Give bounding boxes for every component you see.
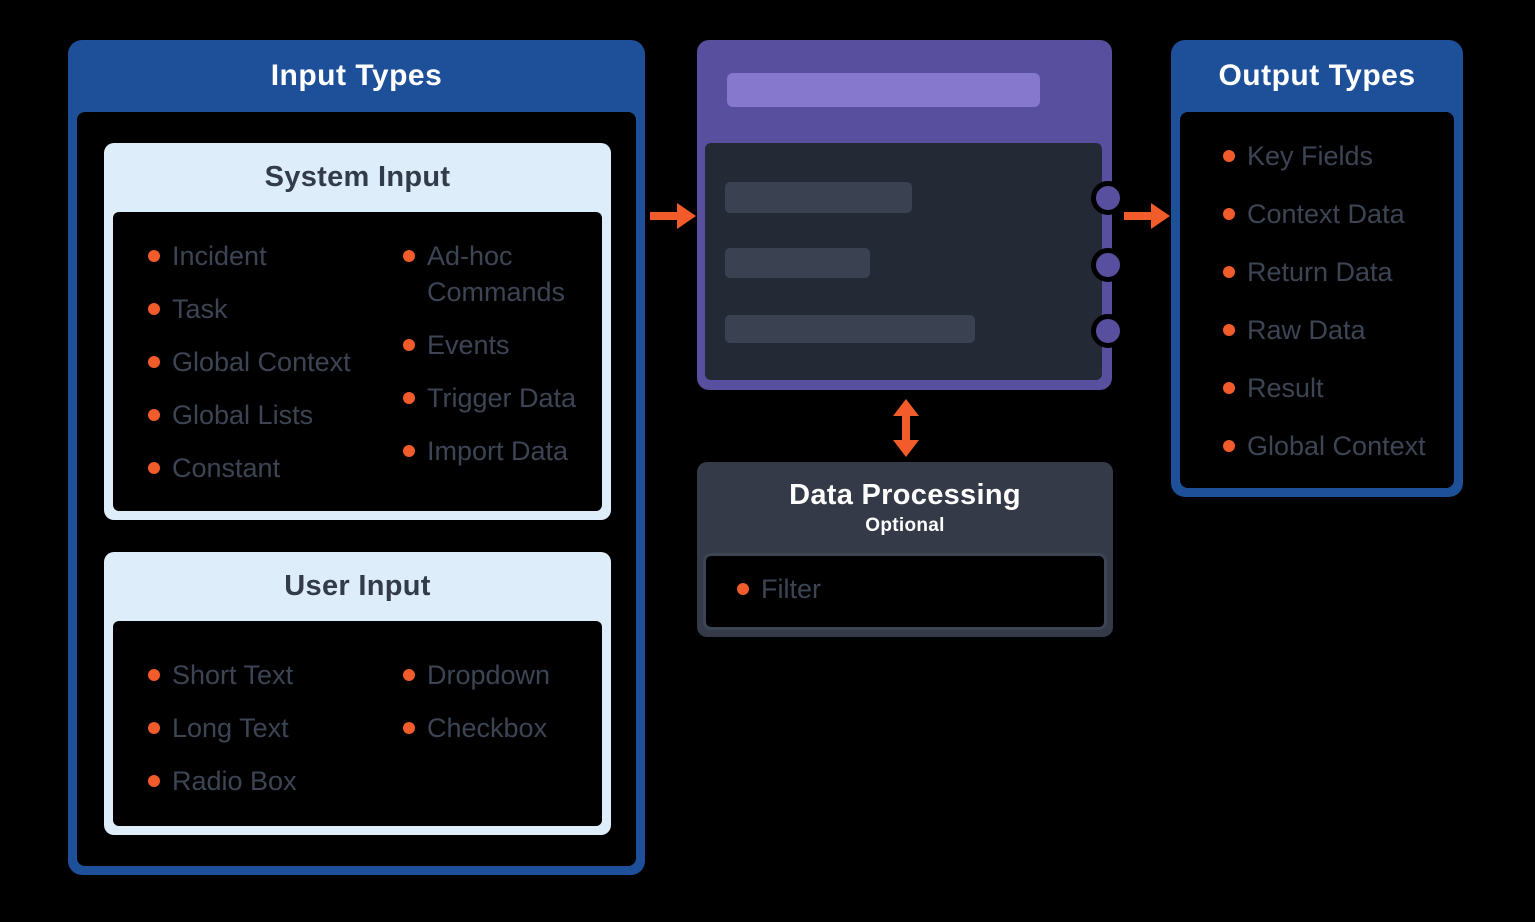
bullet-icon <box>148 669 160 681</box>
arrow-right-icon <box>650 203 696 229</box>
item-label: Raw Data <box>1247 315 1366 345</box>
item-label: Global Lists <box>172 400 314 430</box>
automation-node-card <box>697 40 1125 390</box>
bullet-icon <box>1223 382 1235 394</box>
bullet-icon <box>1223 266 1235 278</box>
list-item: Incident <box>148 238 403 274</box>
list-item: Raw Data <box>1223 312 1454 349</box>
list-item: Import Data <box>403 433 602 469</box>
list-item: Filter <box>737 571 1104 607</box>
bullet-icon <box>403 445 415 457</box>
list-item: Short Text <box>148 657 403 693</box>
user-input-list: Short Text Long Text Radio Box Dropdown … <box>113 621 602 826</box>
item-label: Checkbox <box>427 713 548 743</box>
item-label: Global Context <box>1247 431 1426 461</box>
list-item: Radio Box <box>148 763 403 799</box>
output-types-panel: Output Types Key Fields Context Data Ret… <box>1171 40 1463 497</box>
list-item: Key Fields <box>1223 138 1454 175</box>
input-types-panel: Input Types System Input Incident Task G… <box>68 40 645 875</box>
bullet-icon <box>403 722 415 734</box>
bullet-icon <box>403 392 415 404</box>
system-input-list: Incident Task Global Context Global List… <box>113 212 602 511</box>
user-input-card: User Input Short Text Long Text Radio Bo… <box>104 552 611 835</box>
list-item: Events <box>403 327 602 363</box>
item-label: Short Text <box>172 660 294 690</box>
item-label: Return Data <box>1247 257 1393 287</box>
bullet-icon <box>148 775 160 787</box>
item-label: Dropdown <box>427 660 551 690</box>
item-label: Constant <box>172 453 281 483</box>
system-input-card: System Input Incident Task Global Contex… <box>104 143 611 520</box>
item-label: Import Data <box>427 436 569 466</box>
item-label: Global Context <box>172 347 351 377</box>
item-label: Key Fields <box>1247 141 1374 171</box>
list-item: Constant <box>148 450 403 486</box>
item-label: Events <box>427 330 510 360</box>
bullet-icon <box>403 669 415 681</box>
data-processing-card: Data Processing Optional Filter <box>697 462 1113 637</box>
item-label: Trigger Data <box>427 383 577 413</box>
bullet-icon <box>148 356 160 368</box>
output-types-body: Key Fields Context Data Return Data Raw … <box>1180 112 1454 488</box>
arrow-up-down-icon <box>893 399 919 457</box>
node-content-panel <box>705 143 1102 380</box>
list-item: Dropdown <box>403 657 602 693</box>
user-input-title: User Input <box>284 570 431 602</box>
input-types-body: System Input Incident Task Global Contex… <box>77 112 636 866</box>
data-processing-subtitle: Optional <box>865 515 945 536</box>
item-label: Filter <box>761 574 821 604</box>
output-types-title: Output Types <box>1218 59 1416 92</box>
item-label: Radio Box <box>172 766 297 796</box>
bullet-icon <box>737 583 749 595</box>
node-placeholder-bar <box>725 182 912 213</box>
bullet-icon <box>403 250 415 262</box>
node-placeholder-bar <box>725 315 975 343</box>
list-item: Global Context <box>148 344 403 380</box>
node-placeholder-bar <box>725 248 870 278</box>
list-item: Checkbox <box>403 710 602 746</box>
item-label: Context Data <box>1247 199 1405 229</box>
list-item: Long Text <box>148 710 403 746</box>
node-port <box>1091 314 1125 348</box>
item-label: Long Text <box>172 713 289 743</box>
item-label: Ad-hoc Commands <box>427 241 566 307</box>
bullet-icon <box>1223 324 1235 336</box>
item-label: Incident <box>172 241 267 271</box>
bullet-icon <box>148 303 160 315</box>
data-processing-title: Data Processing <box>789 479 1021 511</box>
node-port <box>1091 248 1125 282</box>
arrow-right-icon <box>1124 203 1170 229</box>
list-item: Ad-hoc Commands <box>403 238 602 310</box>
item-label: Task <box>172 294 228 324</box>
system-input-title: System Input <box>264 161 451 193</box>
bullet-icon <box>1223 150 1235 162</box>
bullet-icon <box>148 250 160 262</box>
list-item: Global Lists <box>148 397 403 433</box>
list-item: Result <box>1223 370 1454 407</box>
data-processing-list: Filter <box>703 553 1107 630</box>
list-item: Return Data <box>1223 254 1454 291</box>
input-types-title: Input Types <box>270 59 443 92</box>
bullet-icon <box>148 462 160 474</box>
list-item: Context Data <box>1223 196 1454 233</box>
bullet-icon <box>403 339 415 351</box>
bullet-icon <box>1223 440 1235 452</box>
list-item: Task <box>148 291 403 327</box>
node-title-placeholder-bar <box>727 73 1040 107</box>
bullet-icon <box>1223 208 1235 220</box>
list-item: Global Context <box>1223 428 1454 465</box>
bullet-icon <box>148 722 160 734</box>
list-item: Trigger Data <box>403 380 602 416</box>
node-port <box>1091 181 1125 215</box>
bullet-icon <box>148 409 160 421</box>
item-label: Result <box>1247 373 1324 403</box>
